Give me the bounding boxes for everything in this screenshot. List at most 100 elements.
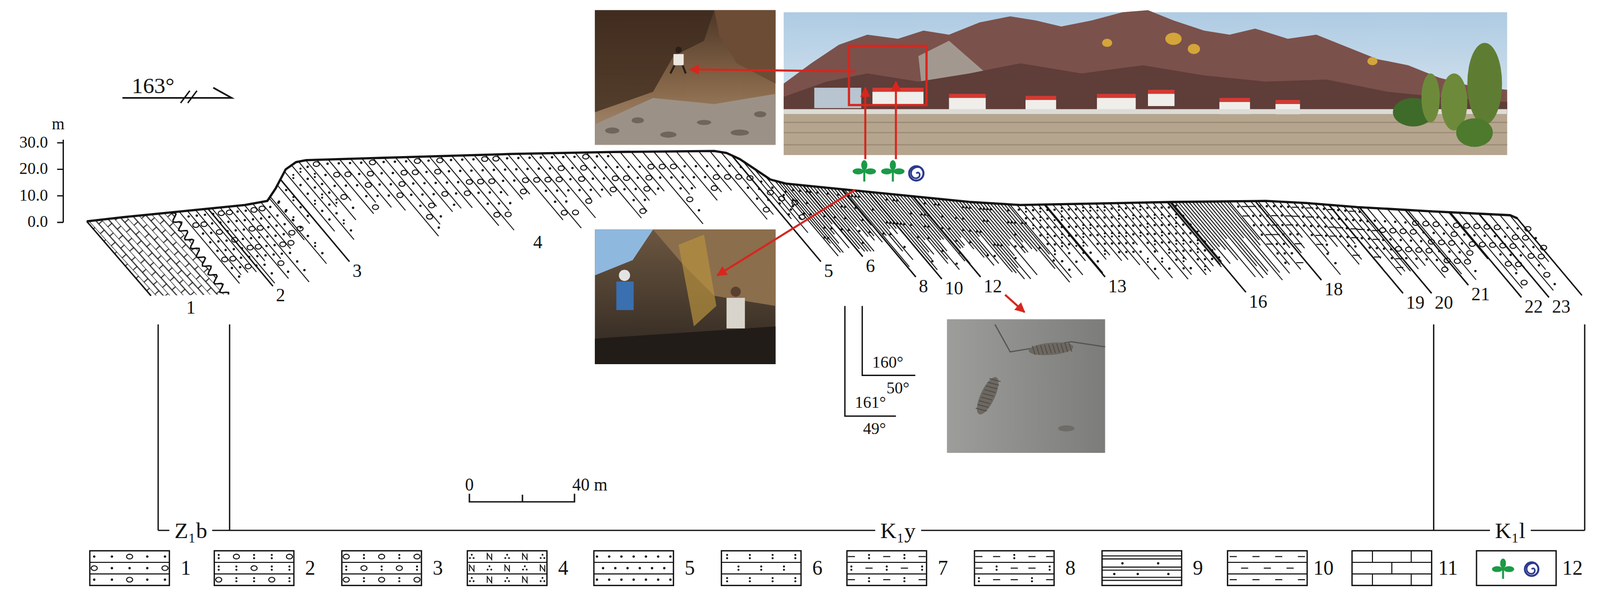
legend-swatch [89,551,170,586]
fossil-wing [1060,343,1064,353]
pebble-symbol [520,189,527,194]
dot-symbol [1460,242,1464,245]
plant-fossil-symbol [893,168,905,175]
photo-outcrop [594,93,776,145]
pebble-symbol [333,172,340,177]
dot-symbol [1096,225,1099,228]
dot-symbol [600,188,604,191]
dot-symbol [1039,234,1042,237]
fossil-wing [979,399,991,406]
bedding-line [1001,204,1056,269]
dot-symbol [1118,250,1121,254]
bedding-line [924,198,965,246]
legend-swatch [1101,551,1182,586]
dot-symbol [1458,251,1461,254]
photo-fossil [946,319,1105,454]
dot-symbol [1182,260,1185,263]
shell-fossil-symbol [909,166,924,181]
dot-symbol [274,234,277,237]
dot-symbol [253,554,256,557]
dot-symbol [1375,246,1378,250]
dot-symbol [760,569,763,572]
dot-symbol [1167,224,1171,227]
layer-number: 8 [918,277,929,297]
dot-symbol [562,156,565,159]
dash-symbol [1229,556,1237,558]
photo-panorama [949,93,986,98]
dot-symbol [1553,283,1556,286]
legend-swatch [1476,551,1557,586]
dot-symbol [826,192,830,195]
bedding-line [485,155,523,200]
photo-panorama [1187,44,1200,55]
dot-symbol [717,165,720,168]
dot-symbol [1393,220,1397,224]
dot-symbol [634,187,637,191]
pebble-symbol [250,207,257,213]
dot-symbol [447,170,451,173]
pebble-symbol [414,158,421,164]
layer-number: 22 [1524,297,1543,317]
dot-symbol [1322,207,1326,211]
dot-symbol [1082,232,1085,235]
dot-symbol [620,578,623,582]
layer-number: 1 [186,298,196,318]
layer-number: 18 [1324,280,1343,300]
pebble-symbol [492,156,499,162]
dot-symbol [460,158,464,162]
dot-symbol [380,171,383,175]
dot-symbol [470,554,473,557]
dot-symbol [1103,249,1106,252]
dot-symbol [539,580,542,583]
layer-boundary [1169,201,1247,293]
dot-symbol [823,235,826,239]
photo-fossil [1058,425,1075,432]
dot-symbol [110,555,114,559]
dot-symbol [481,169,484,172]
dot-symbol [146,555,149,559]
dot-symbol [771,186,774,189]
dot-symbol [1182,232,1185,235]
pebble-symbol [255,244,262,249]
dot-symbol [571,167,574,170]
dot-symbol [1117,205,1120,208]
dot-symbol [840,205,844,208]
dot-symbol [235,220,238,223]
dot-symbol [349,229,353,232]
dot-symbol [1075,234,1078,237]
pebble-symbol [369,160,376,165]
plant-fossil-symbol [852,168,864,175]
dot-symbol [1519,254,1523,257]
dot-symbol [1409,239,1413,242]
dot-symbol [324,173,327,177]
dash-symbol [1275,579,1283,581]
dot-symbol [1132,217,1135,220]
dot-symbol [977,580,980,583]
dot-symbol [1265,205,1268,208]
dot-symbol [669,578,672,582]
layer-boundary [1405,209,1469,286]
pebble-symbol [778,196,785,201]
dot-symbol [378,183,381,186]
dot-symbol [550,156,554,159]
dot-symbol [313,186,317,189]
dot-symbol [306,214,310,218]
axis-tick-label: 20.0 [19,160,49,178]
dot-symbol [578,188,581,192]
fossil-sites [852,160,924,182]
pebble-symbol [412,170,419,175]
layer-boundary [868,191,942,280]
pebble-symbol [413,554,420,560]
fossil-wing [1028,341,1074,358]
dot-symbol [299,226,302,229]
dip-angle: 50° [886,380,910,398]
dot-symbol [1175,239,1178,242]
dash-symbol [1328,226,1336,228]
dot-symbol [225,239,229,242]
dot-symbol [1132,207,1135,210]
dot-symbol [1289,233,1292,236]
fossil-wing [975,406,987,413]
dot-symbol [1082,224,1085,227]
dot-symbol [1146,232,1149,236]
